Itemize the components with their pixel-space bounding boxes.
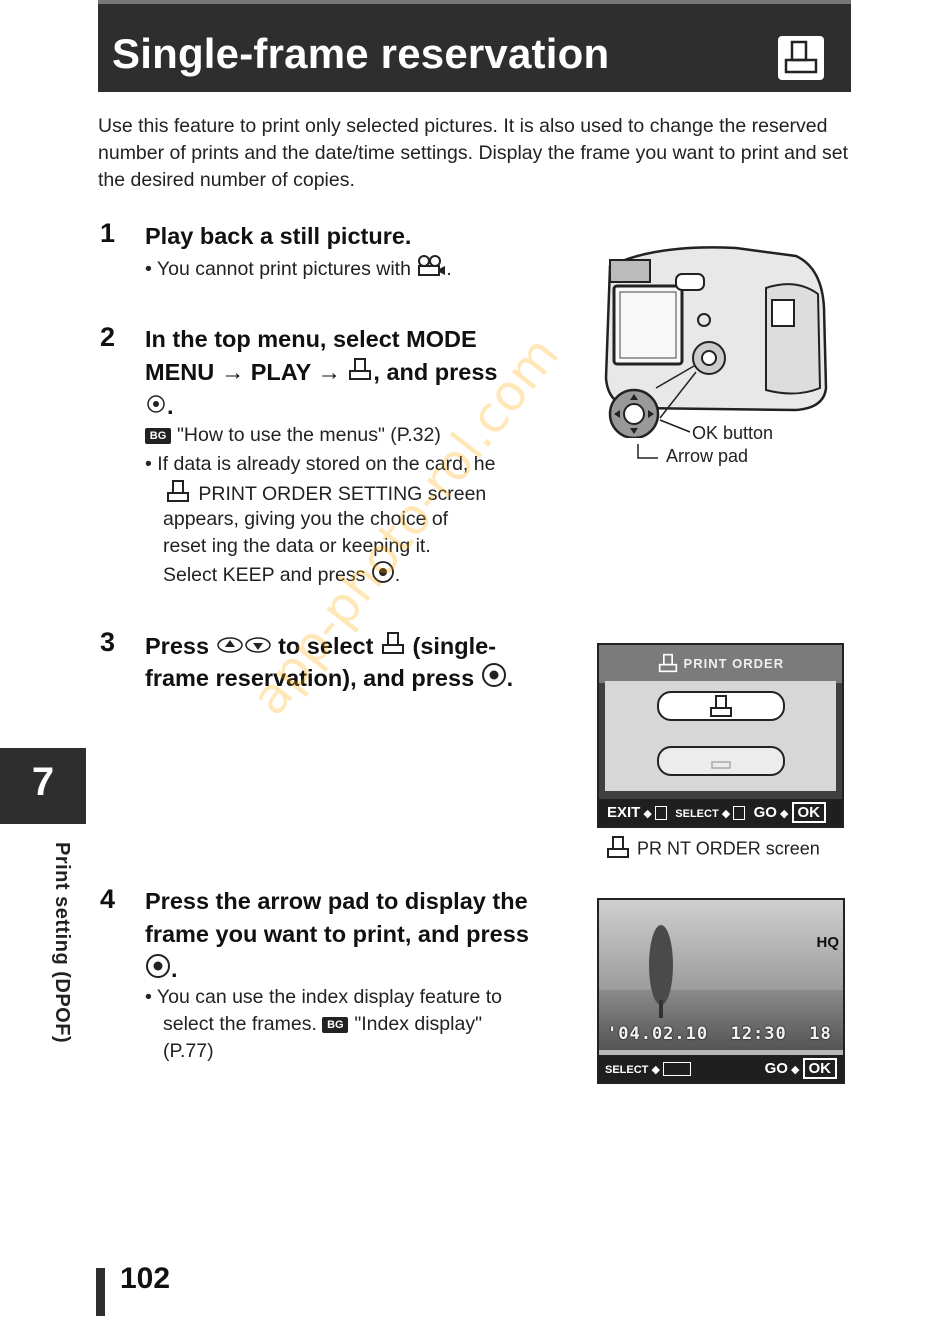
step-2-bullet-line5: Select KEEP and press . [163,560,400,592]
step-2-title-line3: . [145,390,174,424]
print-icon [778,36,824,80]
step-2-bullet-line4: reset ing the data or keeping it. [163,535,431,557]
print-icon [710,695,732,717]
step-1-number: 1 [100,218,116,248]
arrow-pad-icon [662,1062,691,1077]
step-1-bullet-end: . [446,258,452,281]
step-2-bullet-line2: PRINT ORDER SETTING screen [163,478,486,512]
go-label: GO [764,1060,788,1077]
select-label: SELECT [675,808,719,820]
movie-icon [416,255,446,285]
step-4-title-line3: . [145,953,178,988]
all-frames-option[interactable] [657,746,785,776]
step-2-bullet-line3: appears, giving you the choice of [163,508,449,530]
step-3-title-pre: Press [145,633,210,659]
step-2-title-line1: In the top menu, select MODE [145,326,477,352]
step-3-title-line2a: frame reservation), and press [145,665,475,691]
step-3-title-post: (single- [412,633,497,659]
print-order-screen: PRINT ORDER EXIT ◆ SELECT ◆ GO ◆ OK [597,643,844,828]
step-3-number: 3 [100,627,116,657]
quality-indicator: HQ [816,934,840,951]
ok-button-icon [481,662,507,697]
step-3-title-line2: frame reservation), and press . [145,662,513,697]
step-2-title-end: . [167,393,174,419]
chapter-label: Print setting (DPOF) [51,842,73,1044]
ok-button-icon [371,560,395,592]
step-2-reference: BG "How to use the menus" (P.32) [145,422,441,449]
print-order-footer: EXIT ◆ SELECT ◆ GO ◆ OK [599,799,842,826]
chapter-number: 7 [31,760,55,804]
photo-tree [649,925,673,1018]
step-2-title-line2b: , and press [373,359,498,385]
print-order-title: PRINT ORDER [599,653,842,676]
step-4-title-line1: Press the arrow pad to display the [145,888,528,914]
step-3-title-line1: Press to select (single- [145,630,496,665]
playback-footer: SELECT ◆ GO ◆ OK [599,1055,843,1082]
step-4-bullet-text2b: "Index display" [354,1013,482,1035]
step-2-bullet-line1: • If data is already stored on the card,… [145,453,496,475]
step-2-bullet-text1: If data is already stored on the card, h… [157,453,496,475]
arrow-pad-label: Arrow pad [666,446,749,466]
reference-icon: BG [322,1016,349,1033]
page-number: 102 [120,1262,171,1295]
go-label: GO [753,804,777,821]
intro-paragraph: Use this feature to print only selected … [98,115,849,191]
step-2-number: 2 [100,322,116,352]
step-1-bullet: • You cannot print pictures with . [145,255,452,285]
select-label: SELECT [605,1064,649,1076]
ok-box: OK [791,802,827,823]
ok-button-icon [145,953,171,988]
playback-screen: HQ '04.02.10 12:30 18 SELECT ◆ GO ◆ OK [597,898,845,1084]
camera-illustration [596,238,832,440]
step-4-bullet-text1: You can use the index display feature to [156,986,503,1008]
step-2-bullet-end: . [394,564,401,587]
exit-label: EXIT [607,804,641,821]
step-2-title-line2: MENU → PLAY → , and press [145,356,497,391]
step-4-bullet-line3: (P.77) [163,1040,214,1062]
step-4-title-end: . [171,956,178,982]
step-3-title-end: . [506,665,514,691]
ok-button-label: OK button [692,423,774,443]
date-time-stamp: '04.02.10 12:30 18 [607,1024,832,1044]
step-1-bullet-text: You cannot print pictures with [156,258,411,281]
reference-icon: BG [145,427,171,444]
print-icon [657,653,679,676]
page-header [98,0,851,92]
step-4-number: 4 [100,884,116,914]
single-frame-option[interactable] [657,691,785,721]
step-2-bullet-text5: Select KEEP and press [163,564,366,587]
all-print-icon [711,761,731,769]
step-3-title-mid: to select [278,633,374,659]
step-2-reference-text: "How to use the menus" (P.32) [177,424,441,446]
step-2-bullet-text2: PRINT ORDER SETTING screen [198,483,487,506]
print-icon [347,356,373,391]
print-icon [380,630,406,665]
ok-box: OK [802,1058,837,1079]
arrow-pad-icon [733,806,746,821]
page-title: Single-frame reservation [112,30,610,77]
print-icon [163,478,193,512]
print-order-title-text: PRINT ORDER [683,655,785,671]
print-order-caption-text: PR NT ORDER screen [637,838,820,859]
camera-callout-lines [637,419,691,459]
step-4-title-line2: frame you want to print, and press [145,921,529,947]
arrow-up-down-icon [216,631,272,664]
step-4-bullet-line2: select the frames. BG "Index display" [163,1011,482,1038]
step-4-bullet-line1: • You can use the index display feature … [145,986,503,1008]
page-number-bar [96,1268,105,1316]
print-order-caption: PR NT ORDER screen [604,834,820,865]
step-1-title: Play back a still picture. [145,223,412,249]
step-4-bullet-text2a: select the frames. [163,1013,317,1035]
ok-button-icon [145,391,167,424]
print-icon [604,834,632,865]
step-2-title-line2a: MENU → PLAY → [145,359,341,385]
menu-button-icon [654,806,667,821]
chapter-tab [0,748,86,824]
